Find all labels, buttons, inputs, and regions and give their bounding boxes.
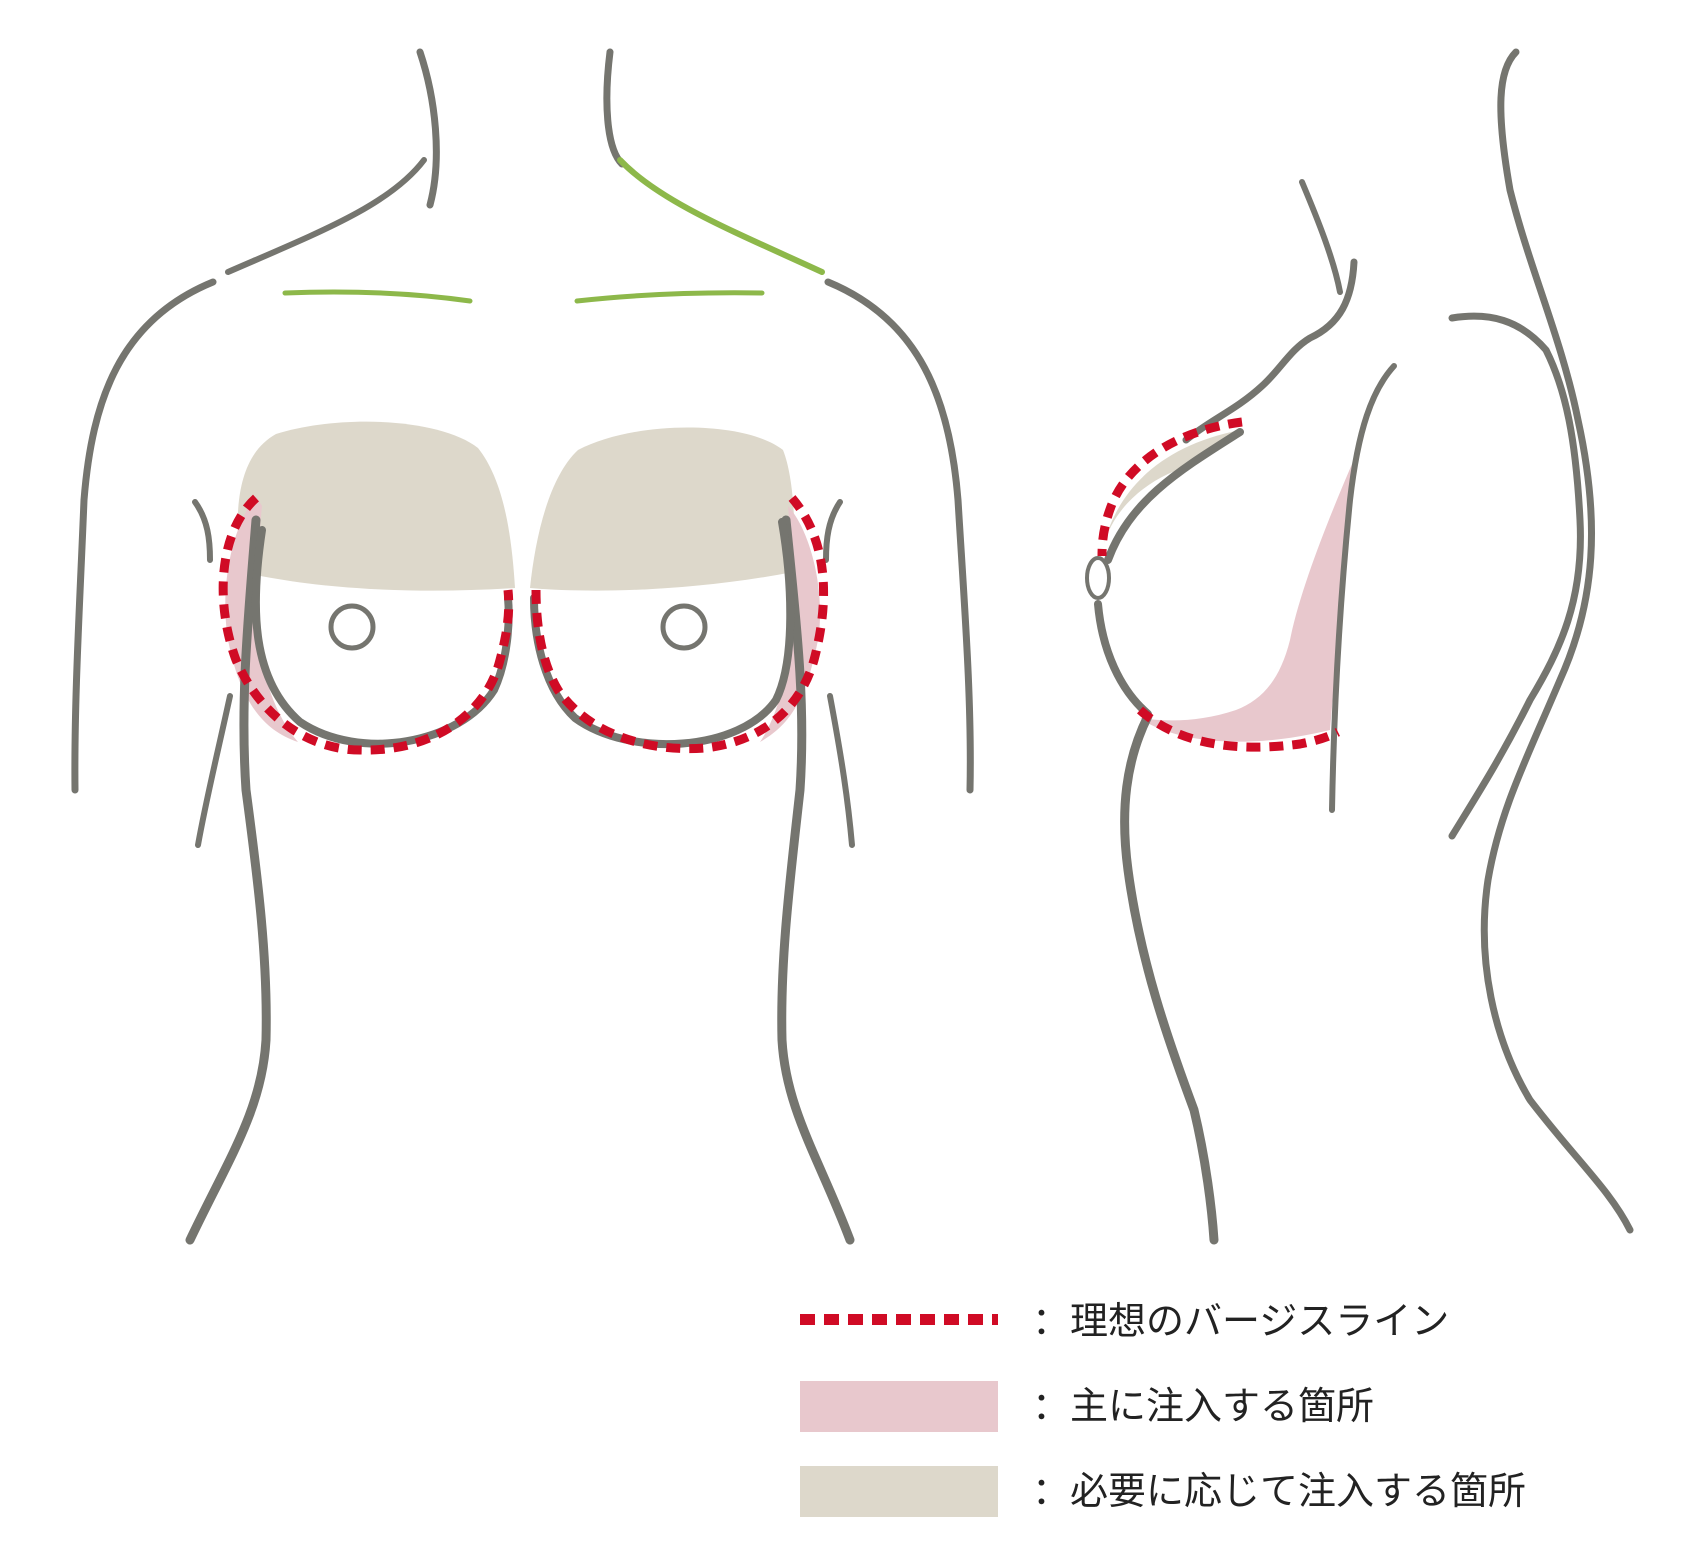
front-arm-inner-right: [823, 499, 843, 563]
legend-item-optional-injection: ：必要に応じて注入する箇所: [800, 1465, 1680, 1517]
ideal-line-swatch: [800, 1314, 998, 1325]
front-arm-outer-right: [824, 278, 974, 794]
front-view: [71, 48, 974, 1245]
front-arm-inner-left-lower: [195, 693, 233, 848]
front-right-nipple: [660, 603, 708, 651]
legend-label-main-injection: ：主に注入する箇所: [1032, 1384, 1375, 1428]
front-clavicle-right: [574, 290, 765, 304]
side-ideal-line-lower: [1136, 706, 1341, 752]
side-throat: [1182, 258, 1358, 444]
legend-label-optional-injection: ：必要に応じて注入する箇所: [1032, 1469, 1527, 1513]
front-left-ideal-line: [218, 494, 514, 755]
side-arm-front: [1329, 363, 1397, 813]
side-upper-back: [1480, 48, 1634, 1234]
front-right-optional-area: [530, 427, 795, 591]
front-torso-right: [777, 515, 855, 1245]
front-left-nipple: [328, 603, 376, 651]
side-view: [1085, 48, 1634, 1245]
front-torso-left: [185, 515, 271, 1245]
side-main-area: [1140, 464, 1352, 742]
side-under-breast: [1094, 600, 1152, 718]
side-nipple: [1085, 556, 1111, 600]
front-arm-outer-left: [71, 278, 217, 794]
front-neck-left: [416, 48, 440, 209]
legend: ：理想のバージスライン ：主に注入する箇所 ：必要に応じて注入する箇所: [800, 1295, 1680, 1550]
legend-label-ideal-line: ：理想のバージスライン: [1032, 1299, 1450, 1343]
front-arm-inner-right-lower: [827, 693, 855, 848]
optional-injection-swatch: [800, 1466, 998, 1517]
side-chest-front: [1104, 428, 1244, 564]
side-ideal-line-upper: [1097, 417, 1243, 557]
front-clavicle-left: [282, 289, 473, 304]
side-belly: [1120, 711, 1219, 1245]
front-arm-inner-left: [192, 499, 213, 563]
front-left-optional-area: [237, 421, 515, 591]
side-neck-front: [1299, 179, 1343, 295]
legend-item-ideal-line: ：理想のバージスライン: [800, 1295, 1680, 1347]
front-trapezius-left: [225, 157, 427, 275]
legend-item-main-injection: ：主に注入する箇所: [800, 1380, 1680, 1432]
front-trapezius-right: [617, 157, 825, 275]
front-right-breast-contour: [530, 518, 795, 749]
side-arm-back: [1448, 312, 1584, 840]
front-neck-right: [603, 48, 626, 168]
main-injection-swatch: [800, 1381, 998, 1432]
